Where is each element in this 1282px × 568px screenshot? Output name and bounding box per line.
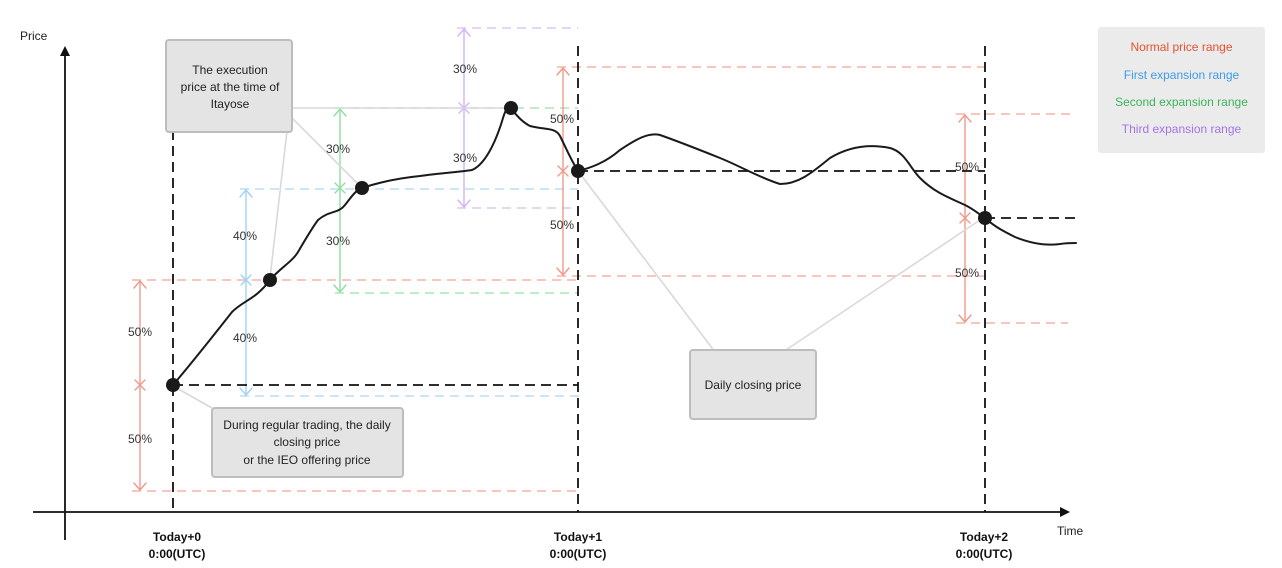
x-axis-label: Time (1057, 524, 1084, 538)
callout-regular-line2: closing price (274, 435, 341, 449)
callout-regular-line3: or the IEO offering price (243, 453, 371, 467)
tick-today2-day: Today+2 (960, 530, 1008, 544)
pct-second-down: 30% (326, 234, 350, 248)
tick-today2-time: 0:00(UTC) (956, 547, 1013, 561)
legend-third-expansion: Third expansion range (1121, 122, 1242, 136)
pct-d1-up: 50% (550, 112, 574, 126)
second-expansion-lines (335, 107, 578, 294)
callout-itayose-line3: Itayose (211, 97, 250, 111)
pct-d0-up: 50% (128, 325, 152, 339)
tick-today1-time: 0:00(UTC) (550, 547, 607, 561)
callout-itayose-line2: price at the time of (181, 80, 280, 94)
pct-first-up: 40% (233, 229, 257, 243)
legend-first-expansion: First expansion range (1123, 68, 1240, 82)
leader-lines (172, 107, 984, 409)
price-points (166, 101, 992, 392)
pct-d2-down: 50% (955, 266, 979, 280)
pct-third-down: 30% (453, 151, 477, 165)
point-today2 (978, 211, 992, 225)
callout-daily-closing: Daily closing price (689, 349, 817, 420)
pct-second-up: 30% (326, 142, 350, 156)
tick-today1-day: Today+1 (554, 530, 602, 544)
legend: Normal price range First expansion range… (1098, 27, 1265, 153)
callout-regular-trading: During regular trading, the daily closin… (211, 407, 404, 478)
pct-first-down: 40% (233, 331, 257, 345)
legend-second-expansion: Second expansion range (1115, 95, 1248, 109)
legend-normal-range: Normal price range (1130, 40, 1233, 54)
point-third-expansion (504, 101, 518, 115)
x-tick-labels: Today+0 0:00(UTC) Today+1 0:00(UTC) Toda… (149, 530, 1013, 561)
y-axis-label: Price (20, 29, 48, 43)
normal-range-arrows (133, 67, 972, 491)
percent-labels: 50% 50% 40% 40% 30% 30% 30% 30% 50% 50% … (128, 62, 979, 446)
callout-itayose-line1: The execution (192, 63, 267, 77)
third-expansion-lines (457, 27, 578, 209)
pct-d0-down: 50% (128, 432, 152, 446)
price-line (172, 105, 1077, 386)
callout-itayose: The execution price at the time of Itayo… (165, 39, 293, 133)
callout-daily-closing-text: Daily closing price (705, 378, 802, 392)
pct-d2-up: 50% (955, 160, 979, 174)
axes (33, 46, 1070, 540)
point-first-expansion (263, 273, 277, 287)
second-expansion-arrow (333, 108, 347, 293)
pct-d1-down: 50% (550, 218, 574, 232)
normal-range-lines (132, 66, 1075, 492)
callout-regular-line1: During regular trading, the daily (223, 418, 390, 432)
third-expansion-arrow (457, 28, 471, 208)
point-today0 (166, 378, 180, 392)
reference-lines (172, 46, 1075, 512)
tick-today0-day: Today+0 (153, 530, 201, 544)
pct-third-up: 30% (453, 62, 477, 76)
first-expansion-arrow (239, 189, 253, 396)
tick-today0-time: 0:00(UTC) (149, 547, 206, 561)
point-today1 (571, 164, 585, 178)
first-expansion-lines (240, 188, 585, 397)
point-second-expansion (355, 181, 369, 195)
